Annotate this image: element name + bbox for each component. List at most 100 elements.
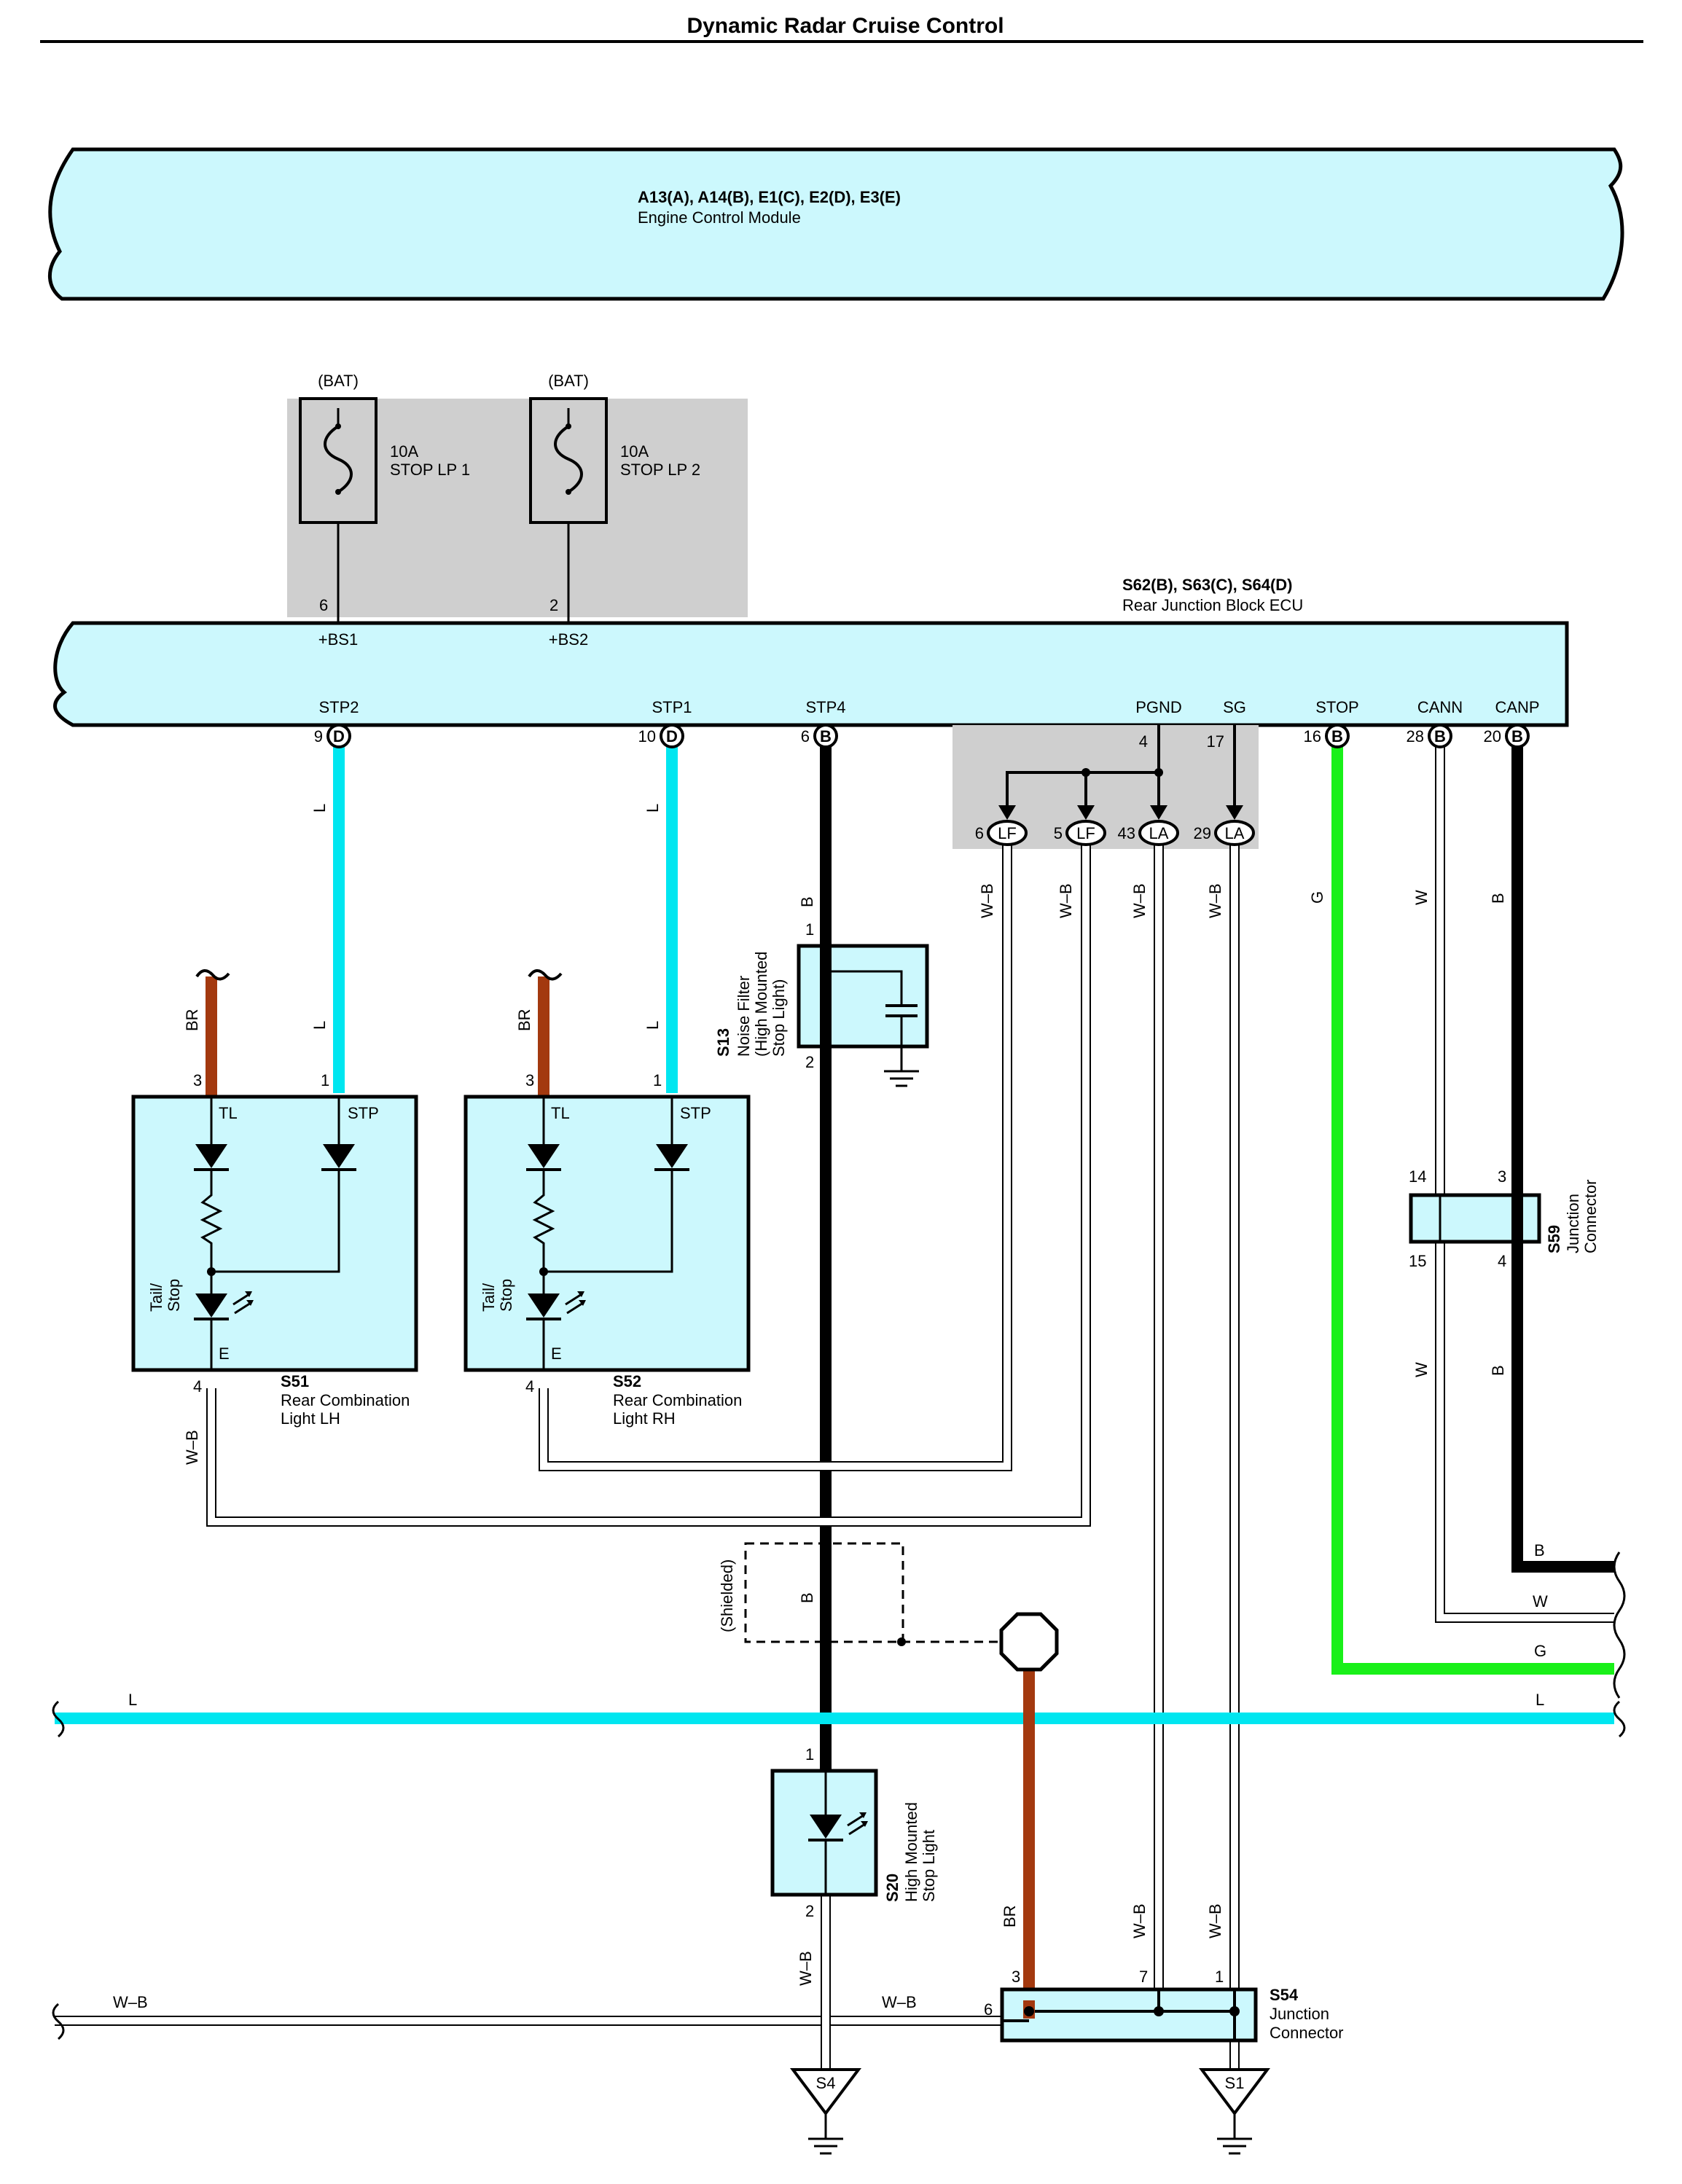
conn-lf-6: LF 6 (975, 820, 1028, 846)
svg-text:1: 1 (653, 1071, 662, 1089)
ecm-code: A13(A), A14(B), E1(C), E2(D), E3(E) (638, 188, 901, 206)
svg-text:1: 1 (1215, 1968, 1224, 1986)
svg-text:W–B: W–B (1057, 883, 1075, 918)
svg-text:S4: S4 (816, 2074, 836, 2092)
wire-labels: L L L L B B BR BR BR W–B W–B W–B W–B W–B… (113, 804, 1548, 2011)
svg-text:STP: STP (680, 1104, 711, 1122)
fuse2-rating: 10A (620, 442, 649, 461)
svg-text:TL: TL (219, 1104, 238, 1122)
wire-cann-w (1435, 736, 1614, 1623)
svg-text:1: 1 (321, 1071, 329, 1089)
s13-noise-filter: 1 2 S13 Noise Filter (High Mounted Stop … (714, 920, 929, 1087)
wire-wb-rh (539, 838, 1012, 1471)
svg-text:Connector: Connector (1270, 2024, 1344, 2042)
svg-text:1: 1 (805, 920, 814, 939)
svg-text:W: W (1412, 1362, 1431, 1377)
svg-text:6: 6 (984, 2000, 993, 2019)
fuse2-pin: 2 (549, 596, 558, 614)
svg-text:W–B: W–B (797, 1951, 815, 1986)
svg-text:(High Mounted: (High Mounted (752, 952, 770, 1057)
svg-text:7: 7 (1139, 1968, 1148, 1986)
svg-text:BR: BR (183, 1009, 201, 1031)
wire-break-marks (52, 1551, 1626, 2040)
wire-wb-lh (206, 838, 1091, 1527)
fuse-stop-lp2: (BAT) 10A STOP LP 2 2 (529, 372, 700, 627)
rjb-term-pgnd: PGND (1135, 698, 1182, 716)
svg-text:5: 5 (1054, 824, 1063, 842)
svg-text:B: B (1434, 727, 1446, 745)
svg-text:B: B (798, 896, 816, 907)
svg-text:1: 1 (805, 1745, 814, 1764)
svg-text:Stop Light: Stop Light (920, 1830, 938, 1902)
fuse2-supply: (BAT) (548, 372, 589, 390)
svg-text:Rear Combination: Rear Combination (281, 1391, 410, 1409)
svg-text:High Mounted: High Mounted (902, 1802, 920, 1902)
wire-canp-b (1511, 736, 1614, 1573)
svg-text:43: 43 (1118, 824, 1135, 842)
svg-text:LA: LA (1149, 824, 1169, 842)
svg-text:Rear Combination: Rear Combination (613, 1391, 742, 1409)
svg-text:S51: S51 (281, 1372, 309, 1390)
fuse1-supply: (BAT) (318, 372, 359, 390)
rjb-term-sg: SG (1223, 698, 1246, 716)
rjb-pin-stp1: D 10 (638, 724, 684, 748)
svg-text:B: B (1489, 1365, 1507, 1376)
rjb-pin-cann: B 28 (1407, 724, 1452, 748)
rjb-pin-stp2: D 9 (314, 724, 351, 748)
svg-text:W–B: W–B (978, 883, 996, 918)
svg-text:L: L (310, 1021, 329, 1030)
s20-high-mounted-stop-light: 1 2 S20 High Mounted Stop Light (770, 1745, 938, 1920)
diagram-title: Dynamic Radar Cruise Control (687, 14, 1004, 38)
svg-text:STP: STP (348, 1104, 379, 1122)
ground-s1: S1 (1199, 2068, 1270, 2155)
rjb-term-cann: CANN (1417, 698, 1463, 716)
ground-s4: S4 (790, 2068, 861, 2155)
svg-text:L: L (644, 804, 662, 813)
svg-text:15: 15 (1409, 1252, 1426, 1270)
svg-text:W–B: W–B (882, 1993, 917, 2011)
svg-text:B: B (820, 727, 832, 745)
svg-text:G: G (1308, 891, 1326, 904)
svg-text:S52: S52 (613, 1372, 641, 1390)
svg-text:W–B: W–B (1206, 883, 1224, 918)
svg-text:B: B (1534, 1541, 1545, 1559)
svg-text:B: B (1511, 727, 1523, 745)
svg-text:W–B: W–B (113, 1993, 148, 2011)
svg-text:3: 3 (1012, 1968, 1020, 1986)
svg-text:E: E (219, 1345, 230, 1363)
svg-text:L: L (1536, 1691, 1544, 1709)
wire-br-s51-break (195, 969, 230, 981)
fuse2-name: STOP LP 2 (620, 461, 700, 479)
svg-text:20: 20 (1484, 727, 1501, 745)
conn-la-43: LA 43 (1118, 820, 1179, 846)
svg-text:W–B: W–B (183, 1430, 201, 1465)
s51-rear-combination-light-lh: TL STP E 3 1 4 Tail/ Stop S51 (131, 1071, 418, 1428)
svg-text:L: L (310, 804, 329, 813)
svg-text:2: 2 (805, 1902, 814, 1920)
svg-text:Junction: Junction (1270, 2005, 1329, 2023)
svg-text:Stop Light): Stop Light) (770, 979, 788, 1057)
svg-text:E: E (551, 1345, 562, 1363)
s54-junction-connector: 3 7 1 6 S54 Junction Connector (984, 1968, 1344, 2043)
svg-text:L: L (128, 1691, 137, 1709)
fuse1-name: STOP LP 1 (390, 461, 470, 479)
fuse1-pin: 6 (319, 596, 328, 614)
engine-control-module: A13(A), A14(B), E1(C), E2(D), E3(E) Engi… (48, 147, 1624, 301)
svg-text:B: B (1331, 727, 1343, 745)
rjb-term-canp: CANP (1495, 698, 1539, 716)
svg-text:TL: TL (551, 1104, 570, 1122)
svg-text:LF: LF (1076, 824, 1095, 842)
rjb-name: Rear Junction Block ECU (1122, 596, 1303, 614)
svg-text:Tail/: Tail/ (480, 1283, 498, 1312)
svg-text:W–B: W–B (1130, 1903, 1149, 1938)
wire-br-s52-break (528, 969, 563, 981)
svg-text:B: B (1489, 893, 1507, 904)
rjb-bs1: +BS1 (318, 630, 358, 649)
svg-text:W–B: W–B (1130, 883, 1149, 918)
svg-text:14: 14 (1409, 1167, 1426, 1186)
svg-text:Connector: Connector (1581, 1179, 1600, 1253)
s52-rear-combination-light-rh: TL STP E 3 1 4 Tail/ Stop S52 (463, 1071, 751, 1428)
pgnd-junction-1 (1081, 768, 1090, 777)
svg-text:S20: S20 (883, 1874, 901, 1902)
